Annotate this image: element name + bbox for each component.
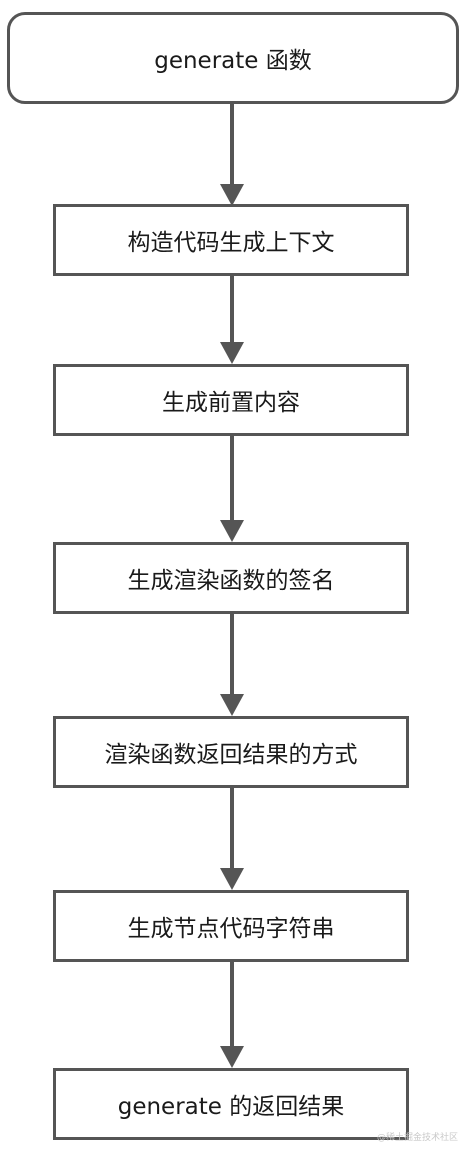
flow-step-label: generate 的返回结果 (117, 1094, 345, 1120)
flow-arrow (220, 104, 244, 206)
flow-arrow (220, 614, 244, 716)
flow-arrow (220, 962, 244, 1068)
flow-step: 生成渲染函数的签名 (53, 542, 409, 614)
flow-step: 生成节点代码字符串 (53, 890, 409, 962)
flow-step: 构造代码生成上下文 (53, 204, 409, 276)
flow-step-start: generate 函数 (7, 12, 459, 104)
flow-arrow (220, 436, 244, 542)
flow-step: 渲染函数返回结果的方式 (53, 716, 409, 788)
flow-step-label: 构造代码生成上下文 (127, 230, 335, 256)
flow-step-end: generate 的返回结果 (53, 1068, 409, 1140)
flow-step-label: 生成前置内容 (162, 390, 300, 416)
flow-step-label: 生成渲染函数的签名 (127, 568, 335, 594)
flow-step: 生成前置内容 (53, 364, 409, 436)
flow-step-label: 渲染函数返回结果的方式 (104, 742, 358, 768)
flow-step-label: generate 函数 (154, 48, 312, 74)
watermark: @稀土掘金技术社区 (376, 1133, 458, 1143)
flow-step-label: 生成节点代码字符串 (127, 916, 335, 942)
flow-arrow (220, 276, 244, 364)
flow-arrow (220, 788, 244, 890)
